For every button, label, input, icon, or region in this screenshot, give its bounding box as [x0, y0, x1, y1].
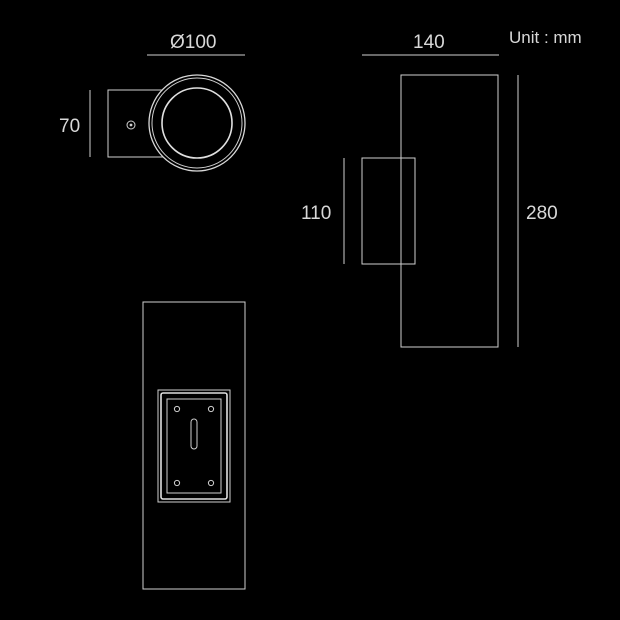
lamp-rim: [151, 77, 243, 169]
lamp-lens: [161, 87, 233, 159]
mounting-plate-outer: [157, 389, 231, 503]
hole-icon: [173, 479, 181, 487]
side-view: 140 110 280: [301, 32, 558, 348]
width-label: 140: [413, 32, 445, 53]
lamp-body-side: [400, 74, 499, 348]
back-view: [142, 301, 246, 590]
hole-icon: [173, 405, 181, 413]
lamp-body-back: [142, 301, 246, 590]
screw-icon: [126, 120, 136, 130]
total-height-label: 280: [526, 203, 558, 224]
unit-label: Unit : mm: [509, 28, 582, 47]
mounting-block-side: [361, 157, 416, 265]
depth-label: 70: [59, 116, 80, 137]
mount-height-label: 110: [301, 203, 331, 224]
slot-icon: [190, 418, 198, 450]
top-view: Ø100 70: [59, 32, 246, 172]
screw-center: [129, 123, 133, 127]
hole-icon: [207, 479, 215, 487]
mounting-plate: [160, 392, 228, 500]
mounting-plate-inner: [166, 398, 222, 494]
hole-icon: [207, 405, 215, 413]
lamp-outer-ring: [148, 74, 246, 172]
diameter-label: Ø100: [170, 32, 216, 53]
